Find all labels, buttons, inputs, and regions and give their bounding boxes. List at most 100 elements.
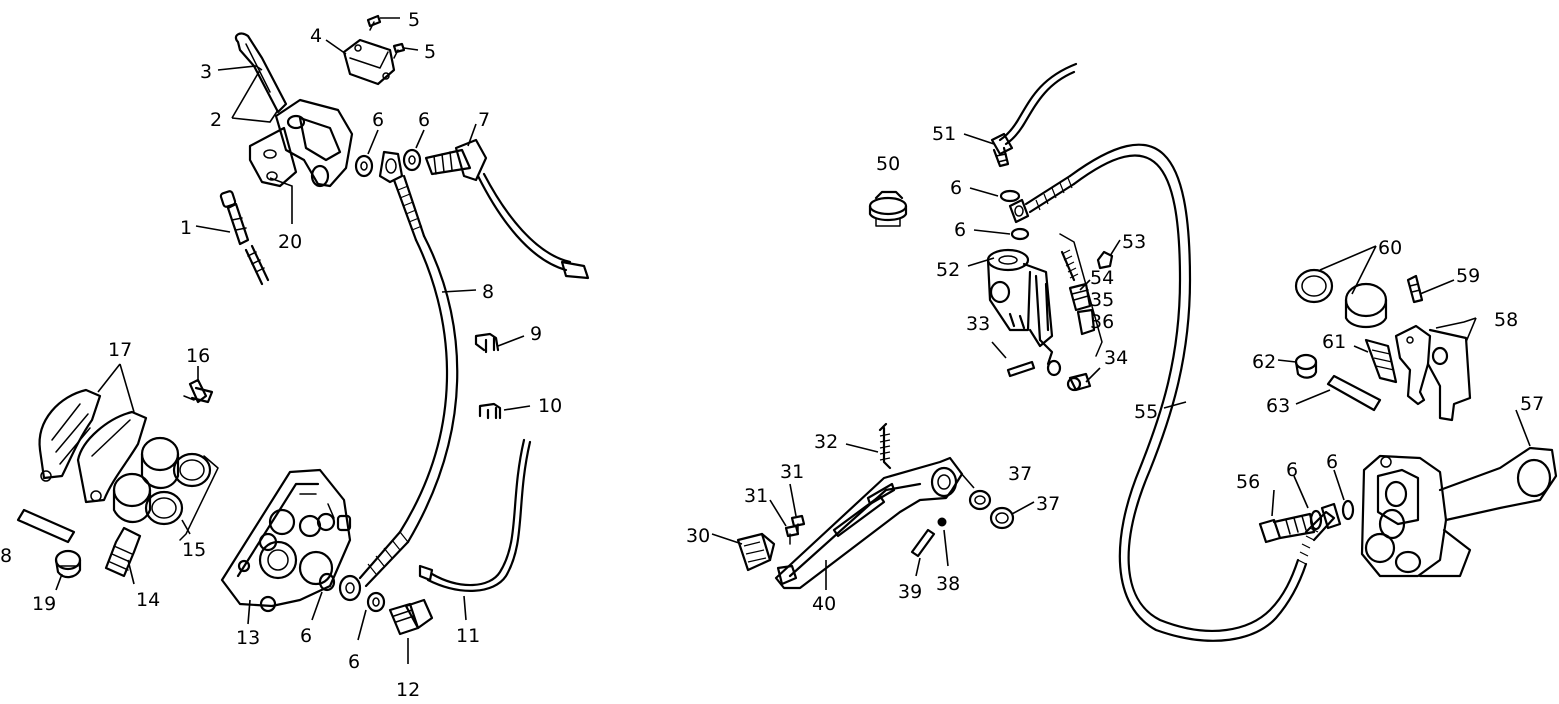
washer-rear-1 (999, 189, 1021, 203)
rear-mc-piston-kit (1059, 233, 1103, 357)
callout-54: 54 (1090, 267, 1114, 289)
washer-rear-4 (1341, 499, 1355, 521)
front-brake-group (16, 14, 590, 636)
callout-40: 40 (812, 593, 836, 615)
callout-60: 60 (1378, 237, 1402, 259)
screw-5b (392, 42, 406, 59)
callout-63: 63 (1266, 395, 1290, 417)
callout-56: 56 (1236, 471, 1260, 493)
callout-57: 57 (1520, 393, 1544, 415)
pedal-bushing-2 (989, 506, 1015, 530)
reservoir-cover (342, 38, 396, 86)
rear-caliper (1360, 446, 1558, 578)
callout-36: 36 (1090, 311, 1114, 333)
split-pin-33 (1006, 360, 1036, 378)
caliper-bleeder-16 (183, 378, 214, 404)
callout-61: 61 (1322, 331, 1346, 353)
callout-8: 8 (482, 281, 494, 303)
callout-6a: 6 (372, 109, 384, 131)
callout-6d: 6 (348, 651, 360, 673)
callout-62: 62 (1252, 351, 1276, 373)
washer-front-2 (402, 148, 422, 172)
hose-clip-9 (474, 332, 500, 354)
callout-16: 16 (186, 345, 210, 367)
callout-53: 53 (1122, 231, 1146, 253)
callout-labels: 1 2 3 4 5 5 6 6 6 6 6 6 6 6 7 8 9 10 11 … (0, 9, 1544, 701)
rear-bleeder (1406, 274, 1424, 304)
callout-2: 2 (210, 109, 222, 131)
pedal-ball (937, 517, 947, 527)
front-caliper (220, 468, 352, 613)
nut-53 (1096, 250, 1114, 270)
callout-9: 9 (530, 323, 542, 345)
callout-50: 50 (876, 153, 900, 175)
callout-10: 10 (538, 395, 562, 417)
banjo-bolt-12 (388, 598, 434, 636)
callout-39: 39 (898, 581, 922, 603)
callout-15: 15 (182, 539, 206, 561)
callout-37b: 37 (1036, 493, 1060, 515)
callout-37a: 37 (1008, 463, 1032, 485)
callout-11: 11 (456, 625, 480, 647)
callout-14: 14 (136, 589, 160, 611)
brake-lever (234, 32, 288, 114)
washer-rear-3 (1309, 509, 1323, 531)
callout-6h: 6 (1326, 451, 1338, 473)
callout-3: 3 (200, 61, 212, 83)
callout-7: 7 (478, 109, 490, 131)
banjo-bolt-switch (424, 138, 590, 280)
callout-55: 55 (1134, 401, 1158, 423)
pad-pin-63 (1326, 374, 1382, 412)
callout-58: 58 (1494, 309, 1518, 331)
callout-31b: 31 (780, 461, 804, 483)
washer-front-3 (366, 591, 386, 613)
washer-rear-2 (1010, 227, 1030, 241)
reservoir-line (998, 62, 1078, 142)
rear-pad-spring (1364, 338, 1398, 384)
washer-front-1 (354, 154, 374, 178)
callout-20: 20 (278, 231, 302, 253)
washer-front-4 (318, 572, 336, 592)
banjo-rear (1320, 502, 1342, 530)
screw-5a (366, 14, 382, 31)
front-brake-hose (338, 150, 459, 602)
callout-6g: 6 (1286, 459, 1298, 481)
speedometer-cable (418, 438, 532, 592)
callout-38: 38 (936, 573, 960, 595)
callout-5a: 5 (408, 9, 420, 31)
pin-plug-19 (54, 549, 82, 579)
callout-13: 13 (236, 627, 260, 649)
pedal-bushing-1 (968, 489, 992, 511)
callout-33: 33 (966, 313, 990, 335)
clevis-pin-34 (1066, 372, 1092, 392)
callout-5b: 5 (424, 41, 436, 63)
front-brake-pads (38, 388, 148, 504)
callout-18: 8 (0, 545, 12, 567)
callout-32: 32 (814, 431, 838, 453)
callout-6f: 6 (954, 219, 966, 241)
rear-brake-group (736, 62, 1558, 642)
pad-pin (16, 508, 76, 544)
pedal-screw (910, 528, 936, 558)
pin-plug-62 (1294, 353, 1318, 379)
callout-35: 35 (1090, 289, 1114, 311)
callout-4: 4 (310, 25, 322, 47)
callout-6c: 6 (300, 625, 312, 647)
hose-fitting-51 (990, 132, 1014, 168)
leader-lines (17, 17, 1531, 664)
callout-52: 52 (936, 259, 960, 281)
bleeder-screw-front (219, 190, 270, 286)
callout-19: 19 (32, 593, 56, 615)
brake-pedal (774, 456, 964, 590)
rear-master-cylinder (986, 248, 1062, 377)
callout-12: 12 (396, 679, 420, 701)
callout-31a: 31 (744, 485, 768, 507)
reservoir-cap (868, 190, 908, 227)
callout-34: 34 (1104, 347, 1128, 369)
pedal-spring (878, 422, 892, 470)
front-pistons-seals (112, 436, 219, 541)
pad-spring (104, 526, 142, 578)
pedal-tip-bolt-2 (790, 514, 806, 535)
callout-30: 30 (686, 525, 710, 547)
